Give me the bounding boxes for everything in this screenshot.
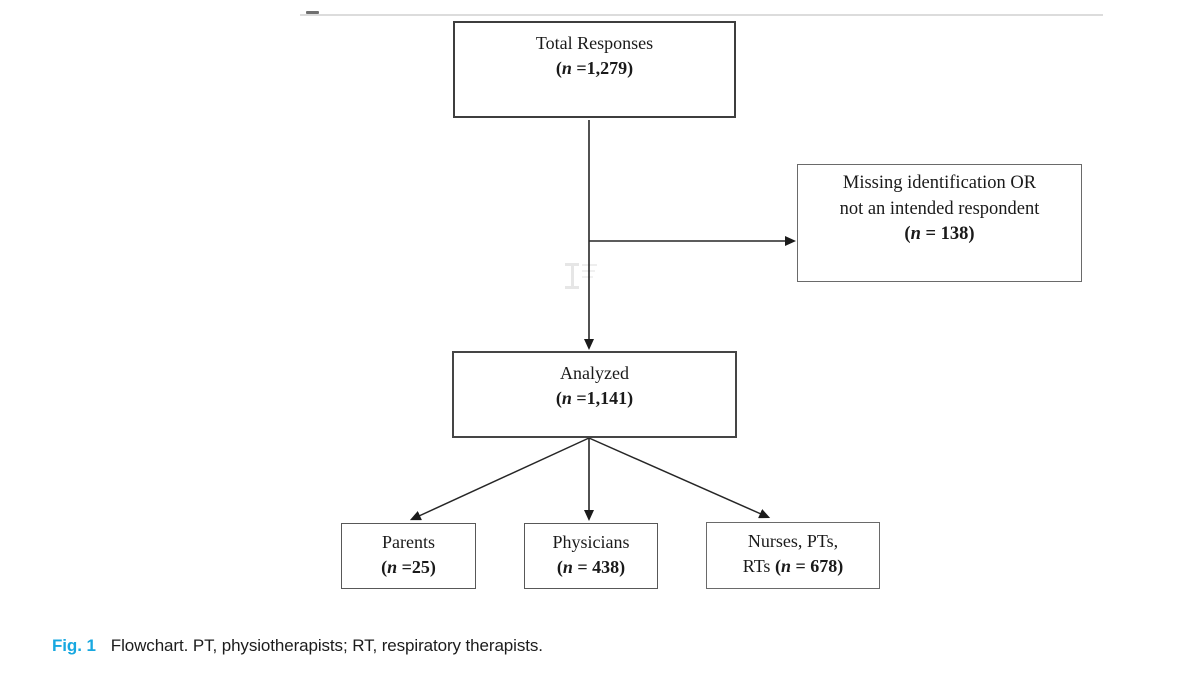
figure-caption-label: Fig. 1 — [52, 636, 96, 655]
node-title: Total Responses — [535, 33, 654, 53]
count-value: = 138) — [920, 224, 975, 245]
n-symbol: n — [561, 387, 572, 408]
scan-artifact-dash — [306, 11, 319, 14]
node-count: (n = 438) — [525, 555, 657, 580]
arrow-analyzed-to-nurses — [588, 437, 771, 519]
n-symbol: n — [910, 224, 921, 245]
node-count: (n =1,141) — [454, 386, 735, 411]
count-open: ( — [381, 556, 388, 577]
count-value: = 438) — [572, 556, 626, 577]
flow-node-missing-identification: Missing identification OR not an intende… — [797, 164, 1082, 282]
flow-node-physicians: Physicians (n = 438) — [524, 523, 658, 589]
n-symbol: n — [561, 57, 572, 78]
count-lead: RTs — [742, 555, 775, 576]
n-symbol: n — [387, 556, 398, 577]
scan-artifact-line — [300, 14, 1103, 16]
count-open: ( — [556, 556, 563, 577]
node-count: (n =25) — [342, 555, 475, 580]
arrow-analyzed-to-parents — [409, 437, 590, 521]
node-count: (n = 138) — [798, 222, 1081, 248]
flow-node-parents: Parents (n =25) — [341, 523, 476, 589]
node-title: Analyzed — [560, 363, 629, 383]
count-open: ( — [555, 57, 562, 78]
count-open: ( — [774, 555, 781, 576]
n-symbol: n — [562, 556, 573, 577]
ghost-cursor-bottom — [565, 286, 579, 289]
figure-caption-text: Flowchart. PT, physiotherapists; RT, res… — [110, 636, 543, 655]
node-title: Physicians — [552, 532, 630, 552]
flow-node-total-responses: Total Responses (n =1,279) — [453, 21, 736, 118]
node-title: Missing identification OR — [842, 173, 1037, 193]
ghost-dash — [582, 276, 593, 278]
count-open: ( — [555, 387, 562, 408]
count-open: ( — [904, 224, 911, 245]
node-title-line2: not an intended respondent — [839, 198, 1040, 219]
node-title: Parents — [382, 532, 435, 552]
count-value: = 678) — [790, 555, 844, 576]
node-title: Nurses, PTs, — [747, 531, 839, 551]
n-symbol: n — [780, 555, 791, 576]
count-value: =25) — [397, 556, 436, 577]
flow-node-analyzed: Analyzed (n =1,141) — [452, 351, 737, 438]
ghost-cursor-stem — [571, 263, 574, 289]
node-count: (n =1,279) — [455, 56, 734, 81]
node-count: RTs (n = 678) — [707, 554, 879, 579]
count-value: =1,279) — [571, 57, 634, 78]
figure-caption: Fig. 1 Flowchart. PT, physiotherapists; R… — [52, 636, 543, 656]
count-value: =1,141) — [571, 387, 634, 408]
flow-node-nurses-pts-rts: Nurses, PTs, RTs (n = 678) — [706, 522, 880, 589]
